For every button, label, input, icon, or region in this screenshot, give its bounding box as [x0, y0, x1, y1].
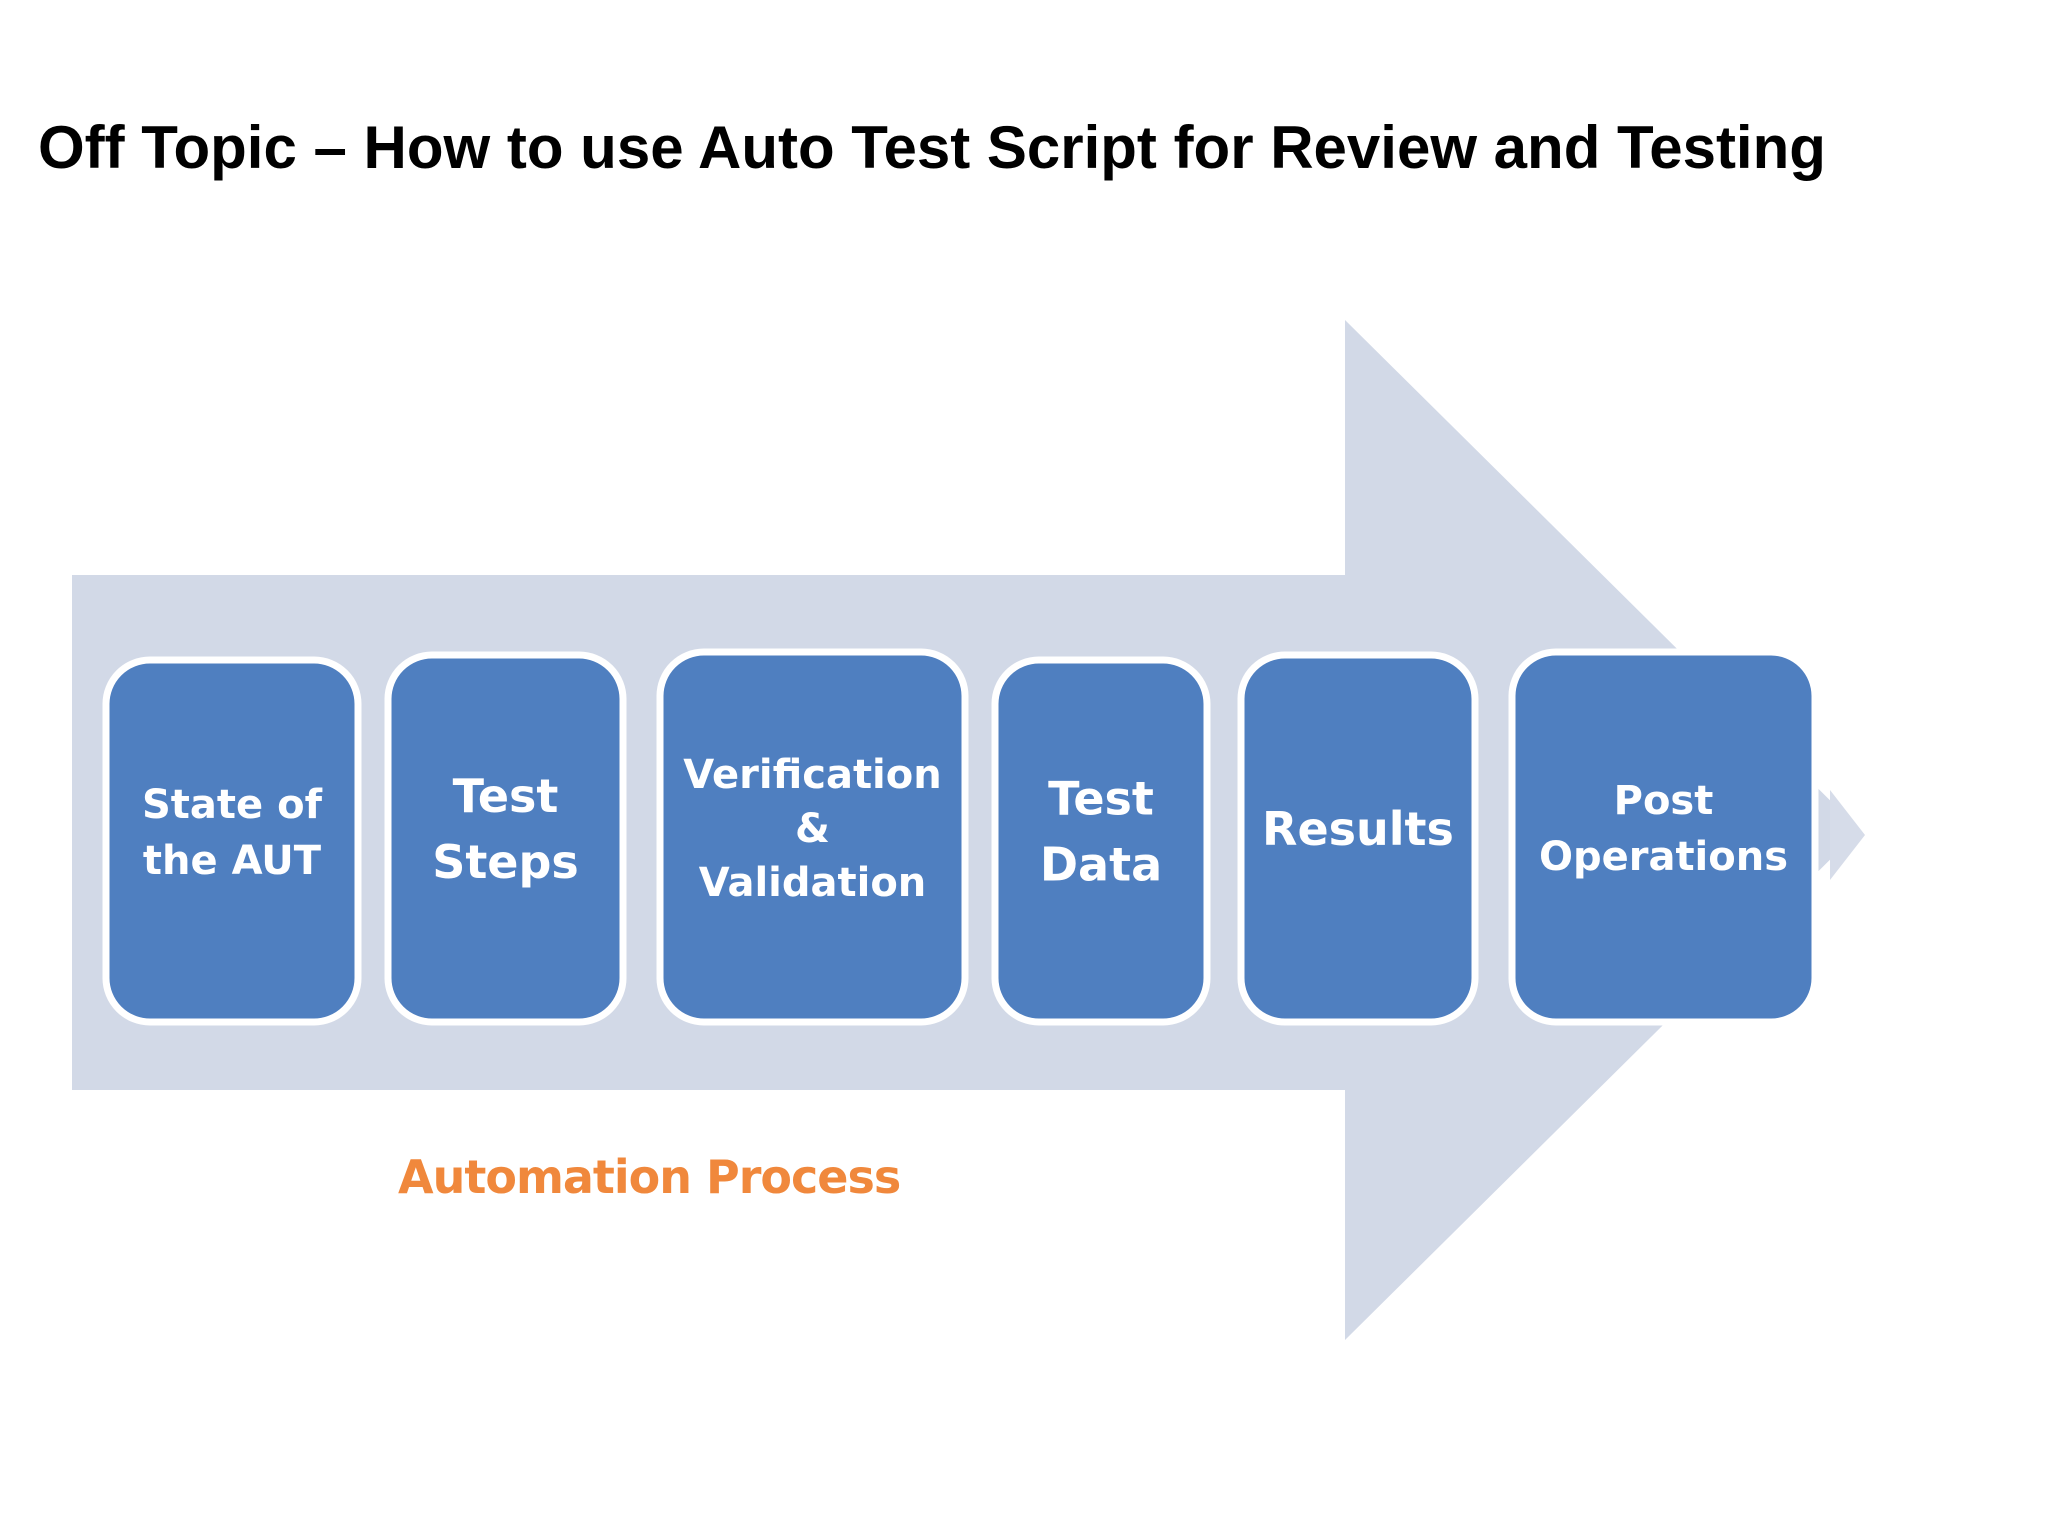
process-step-label: Test [453, 769, 559, 823]
process-step-label: & [795, 806, 830, 852]
process-step-box [384, 651, 627, 1026]
process-step: Verification & Validation [656, 648, 969, 1026]
process-step-label: Results [1262, 802, 1454, 856]
process-step: Results [1237, 651, 1479, 1026]
process-step-label: Validation [699, 860, 927, 906]
process-arrow-tip [1830, 790, 1865, 880]
process-step-box [656, 648, 969, 1026]
process-step-label: the AUT [143, 838, 322, 884]
process-step-label: Verification [683, 752, 941, 798]
process-step-label: Steps [432, 835, 579, 889]
process-step-box [1237, 651, 1479, 1026]
process-step-box [1508, 648, 1819, 1026]
automation-process-label: Automation Process [398, 1150, 900, 1204]
slide-title: Off Topic – How to use Auto Test Script … [38, 114, 1826, 181]
process-step-label: Operations [1539, 834, 1788, 880]
process-step-label: Data [1040, 838, 1162, 892]
process-step-label: State of [142, 782, 323, 828]
process-step-label: Test [1048, 772, 1154, 826]
process-step-box [991, 656, 1211, 1026]
process-step: State of the AUT [102, 656, 362, 1026]
process-step-label: Post [1614, 778, 1714, 824]
process-step-box [102, 656, 362, 1026]
